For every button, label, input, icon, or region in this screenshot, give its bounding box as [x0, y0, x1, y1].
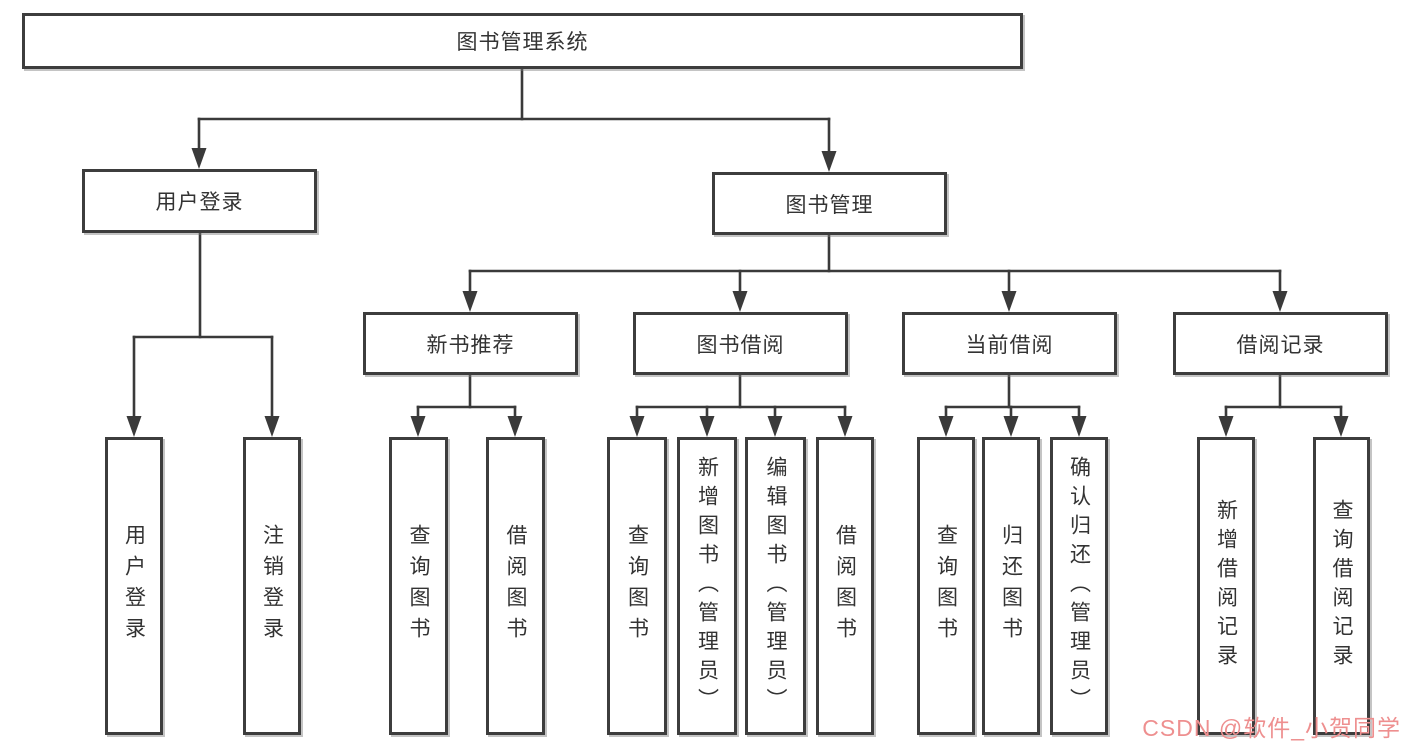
leaf-edit-books-admin-label: 编辑图书（管理员） [764, 455, 787, 717]
leaf-current-query-books-label: 查询图书 [934, 524, 958, 648]
leaf-user-login-label: 用户登录 [122, 524, 146, 648]
leaf-logout-label: 注销登录 [260, 524, 284, 648]
leaf-return-books-label: 归还图书 [999, 524, 1023, 648]
leaf-query-borrow-record: 查询借阅记录 [1313, 437, 1370, 735]
node-user-login: 用户登录 [82, 169, 317, 233]
leaf-borrow-query-books: 查询图书 [607, 437, 667, 735]
leaf-edit-books-admin: 编辑图书（管理员） [745, 437, 806, 735]
node-user-login-label: 用户登录 [155, 191, 244, 214]
leaf-return-books: 归还图书 [982, 437, 1040, 735]
node-root-label: 图书管理系统 [456, 31, 589, 54]
node-book-management-label: 图书管理 [785, 193, 874, 217]
leaf-borrow-books: 借阅图书 [816, 437, 874, 735]
node-new-book-recommend-label: 新书推荐 [426, 333, 515, 357]
node-root-system: 图书管理系统 [22, 13, 1023, 69]
csdn-watermark: CSDN @软件_小贺同学 [1142, 715, 1401, 741]
leaf-borrow-query-books-label: 查询图书 [625, 524, 649, 648]
node-borrow-records: 借阅记录 [1173, 312, 1388, 375]
leaf-add-borrow-record: 新增借阅记录 [1197, 437, 1255, 735]
node-book-management: 图书管理 [712, 172, 947, 235]
leaf-recommend-borrow-books: 借阅图书 [486, 437, 545, 735]
leaf-recommend-query-books-label: 查询图书 [407, 524, 430, 648]
leaf-logout: 注销登录 [243, 437, 301, 735]
leaf-user-login: 用户登录 [105, 437, 163, 735]
leaf-recommend-query-books: 查询图书 [389, 437, 448, 735]
leaf-confirm-return-admin: 确认归还（管理员） [1050, 437, 1108, 735]
leaf-borrow-books-label: 借阅图书 [833, 524, 857, 648]
node-book-borrow-label: 图书借阅 [696, 333, 785, 357]
node-borrow-records-label: 借阅记录 [1236, 333, 1325, 357]
leaf-current-query-books: 查询图书 [917, 437, 975, 735]
leaf-recommend-borrow-books-label: 借阅图书 [504, 524, 527, 648]
node-current-borrow-label: 当前借阅 [965, 333, 1054, 357]
leaf-query-borrow-record-label: 查询借阅记录 [1330, 499, 1353, 673]
node-new-book-recommend: 新书推荐 [363, 312, 578, 375]
leaf-add-books-admin: 新增图书（管理员） [677, 437, 737, 735]
leaf-add-borrow-record-label: 新增借阅记录 [1214, 499, 1238, 673]
node-book-borrow: 图书借阅 [633, 312, 848, 375]
node-current-borrow: 当前借阅 [902, 312, 1117, 375]
leaf-add-books-admin-label: 新增图书（管理员） [695, 455, 719, 717]
leaf-confirm-return-admin-label: 确认归还（管理员） [1067, 455, 1091, 717]
